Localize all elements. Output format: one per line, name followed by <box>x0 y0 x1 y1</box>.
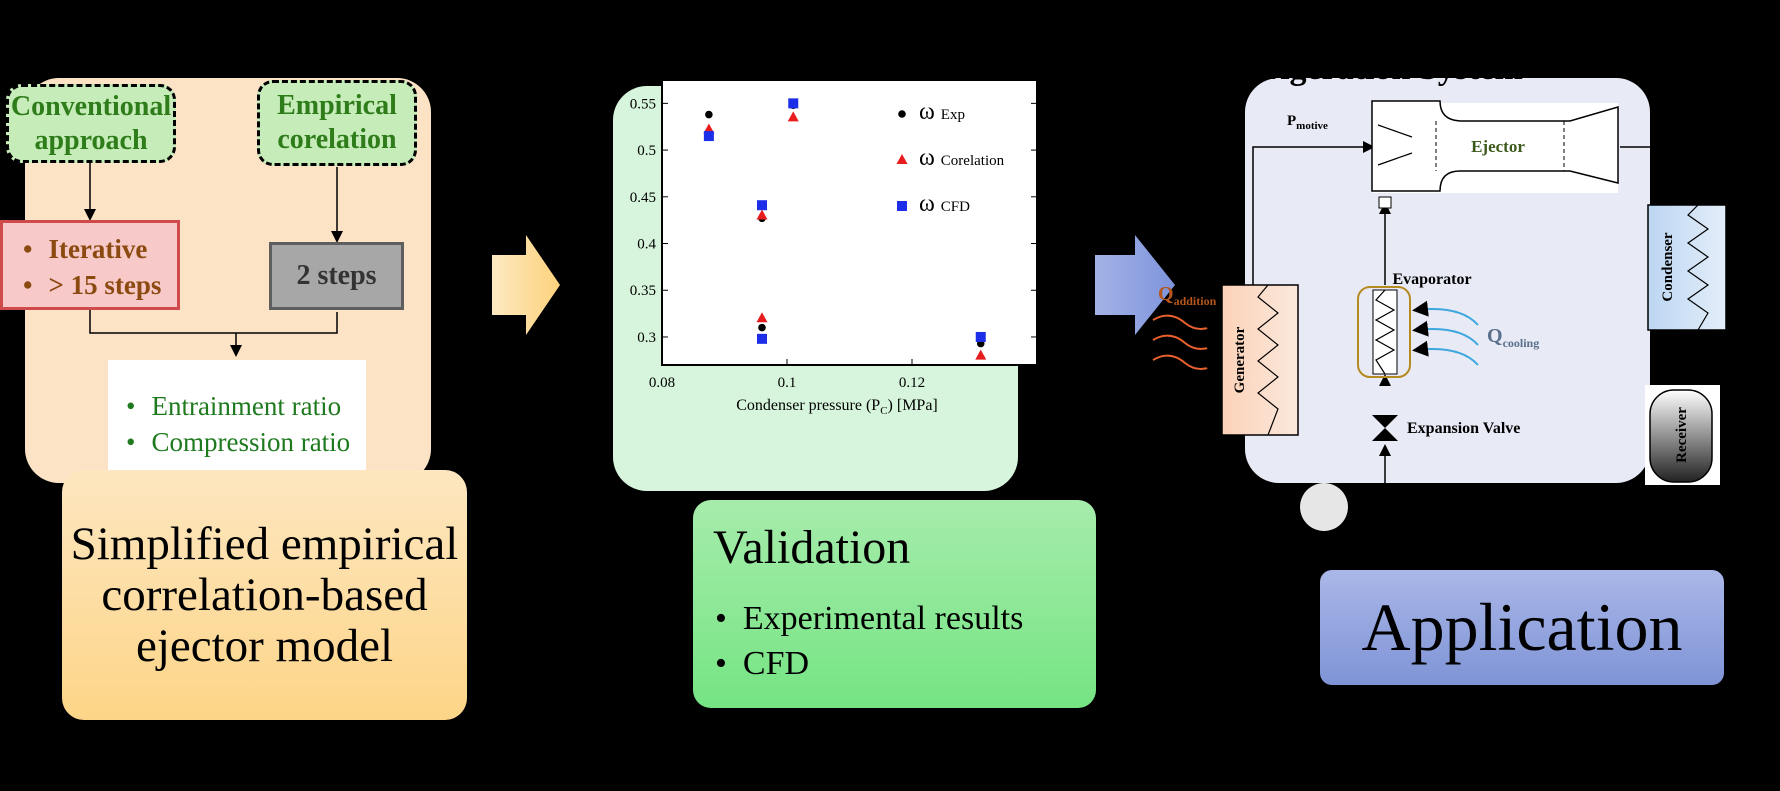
refrigeration-system-diagram: Ejector Pmotive Condenser Receiver Evapo… <box>1152 100 1727 485</box>
evaporator-label: Evaporator <box>1392 271 1471 288</box>
cfd-data-point <box>975 331 986 342</box>
q-cooling-label: Qcooling <box>1487 325 1539 350</box>
p-motive-label: Pmotive <box>1287 113 1328 132</box>
evaporator-unit <box>1357 286 1411 378</box>
corelation-data-point <box>975 349 987 360</box>
ejector-label: Ejector <box>1471 137 1525 156</box>
cooling-heat-arrows <box>1412 300 1479 366</box>
x-tick-label: 0.14 <box>1024 375 1042 391</box>
system-title-fragment: rigeration System <box>1265 50 1523 87</box>
cfd-data-point <box>757 333 767 344</box>
y-tick-label: 0.45 <box>630 190 656 206</box>
cfd-data-point <box>703 131 714 142</box>
corelation-data-point <box>703 123 715 134</box>
exp-data-point <box>705 110 713 119</box>
y-tick-label: 0.55 <box>630 96 656 112</box>
y-tick-label: 0.5 <box>637 143 656 159</box>
generator-unit <box>1221 284 1299 436</box>
cfd-data-point <box>788 98 799 109</box>
x-tick-label: 0.08 <box>649 375 675 391</box>
x-tick-label: 0.1 <box>778 375 797 391</box>
x-axis-label: Condenser pressure (PC) [MPa] <box>736 397 938 417</box>
generator-label: Generator <box>1232 326 1248 393</box>
outputs-box: Entrainment ratio Compression ratio <box>108 360 366 486</box>
steps-item: > 15 steps <box>23 267 177 303</box>
exp-legend-marker <box>898 110 906 118</box>
validation-scatter-chart: 0.3 0.35 0.4 0.45 0.5 0.55 0.08 0.1 0.12 0.14 ωE… <box>630 79 1042 417</box>
corelation-data-point <box>756 209 768 220</box>
x-tick-label: 0.12 <box>899 375 925 391</box>
model-title-box: Simplified empirical correlation-based e… <box>62 470 467 720</box>
conventional-approach-label: Conventional approach <box>10 90 172 156</box>
two-steps-box: 2 steps <box>269 242 404 310</box>
model-title: Simplified empirical correlation-based e… <box>70 517 459 672</box>
iterative-box: Iterative > 15 steps <box>0 220 180 310</box>
corelation-data-point <box>756 312 768 323</box>
empirical-corelation-label: Empirical corelation <box>277 90 397 155</box>
decorative-circle <box>1300 483 1348 531</box>
condenser-label: Condenser <box>1660 232 1676 302</box>
application-box: Application <box>1320 570 1724 685</box>
application-label: Application <box>1361 589 1683 665</box>
motive-line <box>1252 141 1375 285</box>
corelation-data-point <box>787 111 799 122</box>
validation-title: Validation <box>713 521 911 574</box>
ejector-body <box>1371 100 1619 209</box>
validation-box: Validation Experimental results CFD <box>693 500 1096 708</box>
expansion-valve-icon <box>1372 415 1398 441</box>
compression-ratio-item: Compression ratio <box>126 424 366 460</box>
cfd-legend-marker <box>897 201 907 211</box>
experimental-results-item: Experimental results <box>715 596 1096 641</box>
q-addition-label: Qaddition <box>1158 283 1217 308</box>
right-arrow-icon <box>1095 235 1175 335</box>
heat-addition-arrows <box>1152 314 1222 377</box>
expansion-valve-label: Expansion Valve <box>1407 420 1520 437</box>
y-tick-label: 0.35 <box>630 283 656 299</box>
y-tick-label: 0.3 <box>637 330 656 346</box>
cfd-data-point <box>757 200 767 211</box>
iterative-item: Iterative <box>23 231 177 267</box>
corelation-legend-marker <box>896 154 908 164</box>
model-flow-arrows <box>84 163 343 357</box>
empirical-corelation-box: Empirical corelation <box>257 80 417 166</box>
receiver-label: Receiver <box>1674 407 1690 463</box>
two-steps-label: 2 steps <box>296 260 377 291</box>
condenser-unit <box>1647 204 1727 331</box>
conventional-approach-box: Conventional approach <box>6 84 176 163</box>
exp-data-point <box>758 323 766 332</box>
right-arrow-icon <box>492 235 560 335</box>
receiver-unit <box>1645 385 1720 485</box>
plot-area <box>661 79 1038 366</box>
entrainment-ratio-item: Entrainment ratio <box>126 388 366 424</box>
cfd-item: CFD <box>715 641 1096 686</box>
y-tick-label: 0.4 <box>637 237 656 253</box>
